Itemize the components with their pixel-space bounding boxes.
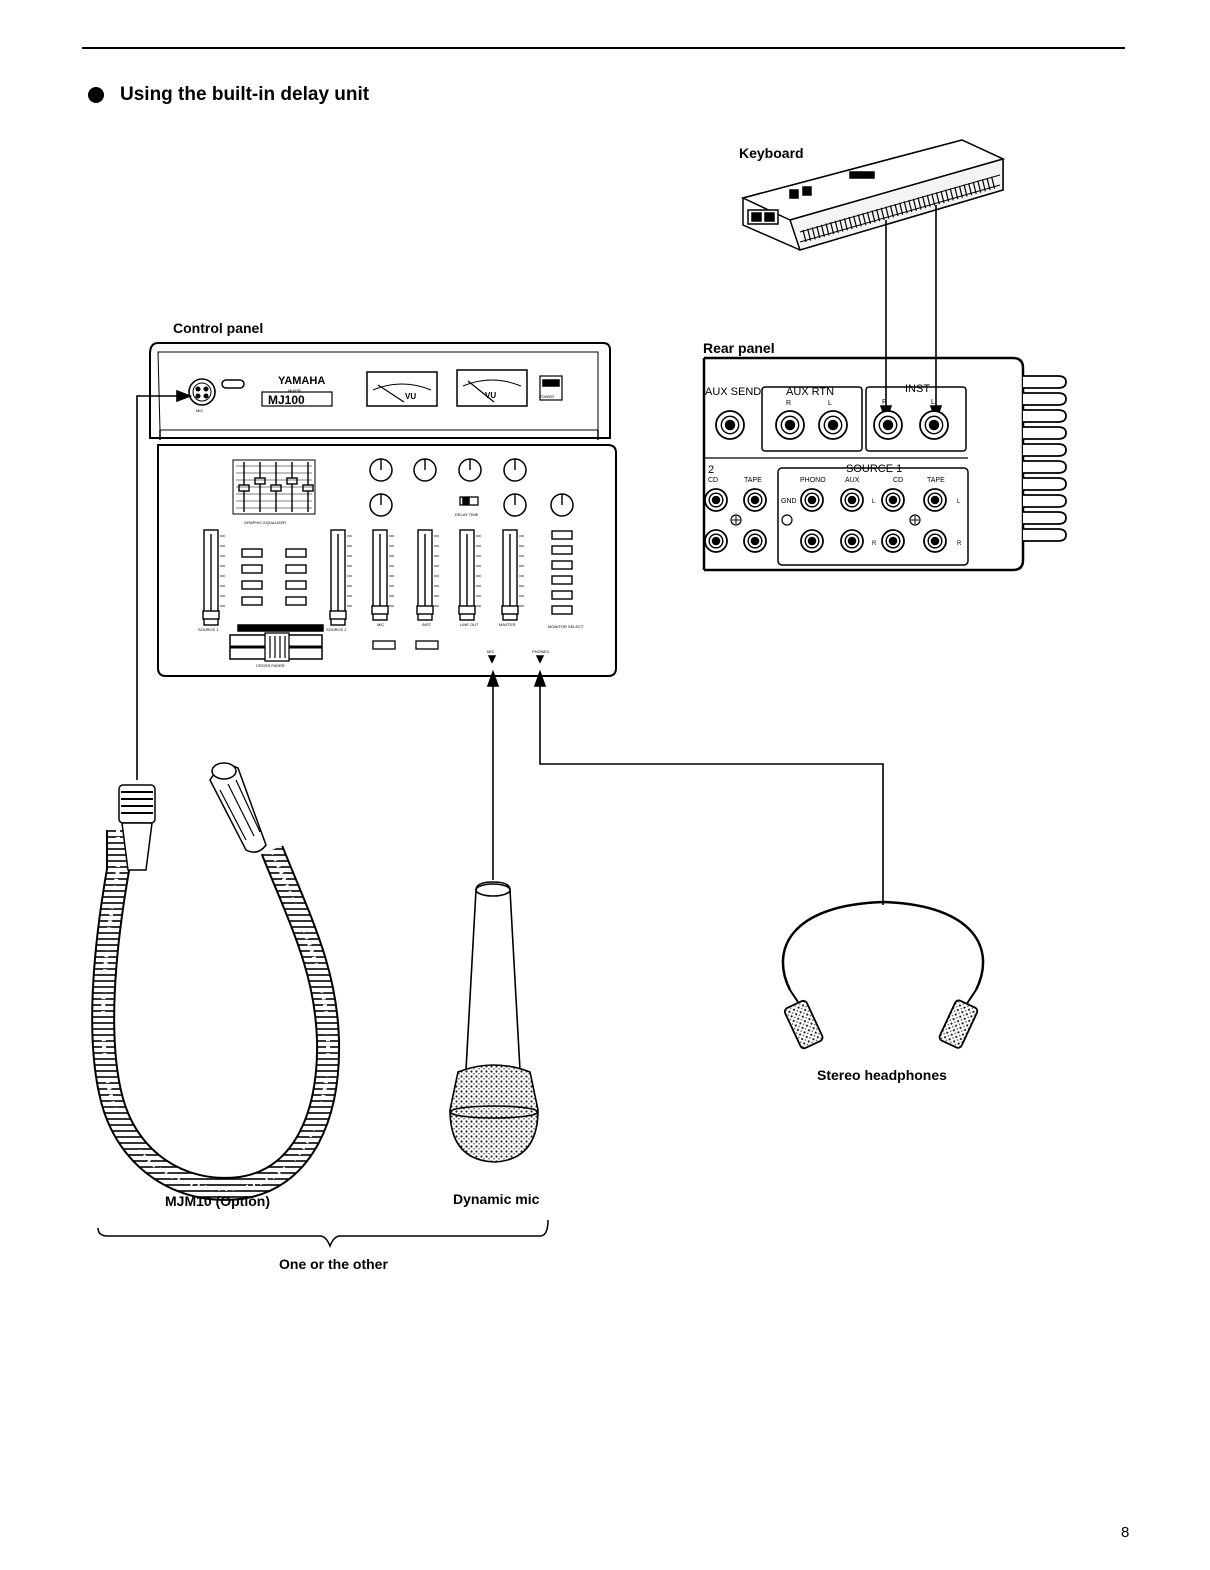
src1-tape: TAPE	[927, 477, 945, 484]
delay-time-label: DELAY TIME	[455, 512, 479, 517]
control-panel-labels: YAMAHA MIXER MJ100 MIC VU VU POWER GRAPH…	[196, 375, 584, 668]
rca-r-2: R	[957, 541, 962, 547]
source1-fader-label: SOURCE 1	[198, 627, 219, 632]
section-heading: Using the built-in delay unit	[88, 84, 369, 106]
one-or-other-label: One or the other	[279, 1256, 388, 1272]
vu-right-label: VU	[485, 391, 496, 400]
inst-fader-label: INST	[422, 622, 432, 627]
src2-tape: TAPE	[744, 477, 762, 484]
gooseneck-mic-illustration	[91, 762, 341, 1201]
inst-r: R	[882, 399, 887, 406]
eq-label: GRAPHIC EQUALIZER	[244, 520, 286, 525]
src2-cd: CD	[708, 477, 718, 484]
control-panel-label: Control panel	[173, 320, 264, 336]
rca-l-1: L	[872, 499, 876, 505]
source1-label: SOURCE 1	[846, 463, 902, 475]
rear-panel-label: Rear panel	[703, 340, 775, 356]
power-label: POWER	[539, 394, 554, 399]
line-out-label: LINE OUT	[460, 622, 479, 627]
page-number: 8	[1121, 1524, 1130, 1541]
aux-rtn-l: L	[828, 400, 832, 407]
src1-phono: PHONO	[800, 477, 826, 484]
mic-cables	[136, 389, 884, 905]
mjm10-label: MJM10 (Option)	[165, 1193, 270, 1209]
aux-rtn-label: AUX RTN	[786, 386, 834, 398]
phones-jack-label: PHONES	[532, 649, 549, 654]
bullet-icon	[88, 87, 104, 103]
dynamic-mic-label: Dynamic mic	[453, 1191, 540, 1207]
control-panel	[149, 342, 617, 677]
src1-cd: CD	[893, 477, 903, 484]
source2-label: 2	[708, 464, 714, 476]
headphones-illustration	[781, 900, 985, 1050]
keyboard-illustration	[740, 139, 1006, 251]
model-logo: MJ100	[268, 393, 305, 407]
choice-brace	[97, 1219, 549, 1249]
monitor-select-label: MONITOR SELECT	[548, 624, 584, 629]
master-label: MASTER	[499, 622, 516, 627]
top-rule	[82, 47, 1125, 49]
aux-rtn-r: R	[786, 400, 791, 407]
yamaha-logo: YAMAHA	[278, 375, 325, 387]
source2-fader-label: SOURCE 2	[326, 627, 347, 632]
src1-aux: AUX	[845, 477, 860, 484]
inst-l: L	[931, 399, 935, 406]
rear-panel-labels: AUX SEND AUX RTN R L INST R L 2 SOURCE 1…	[705, 383, 962, 547]
mic-fader-label: MIC	[377, 622, 384, 627]
vu-left-label: VU	[405, 392, 416, 401]
aux-send-label: AUX SEND	[705, 386, 761, 398]
mic-socket-label: MIC	[196, 408, 203, 413]
rca-l-2: L	[957, 499, 961, 505]
mixer-text: MIXER	[288, 388, 301, 393]
rca-r-1: R	[872, 541, 877, 547]
inst-label: INST	[905, 383, 930, 395]
section-title: Using the built-in delay unit	[120, 84, 370, 105]
stereo-headphones-label: Stereo headphones	[817, 1067, 947, 1083]
mic-jack-label: MIC	[487, 649, 494, 654]
cross-fader-label: CROSS FADER	[256, 663, 285, 668]
dynamic-mic-illustration	[449, 881, 539, 1163]
gnd-label: GND	[781, 498, 797, 505]
rear-panel	[702, 356, 1067, 572]
keyboard-label: Keyboard	[739, 145, 804, 161]
